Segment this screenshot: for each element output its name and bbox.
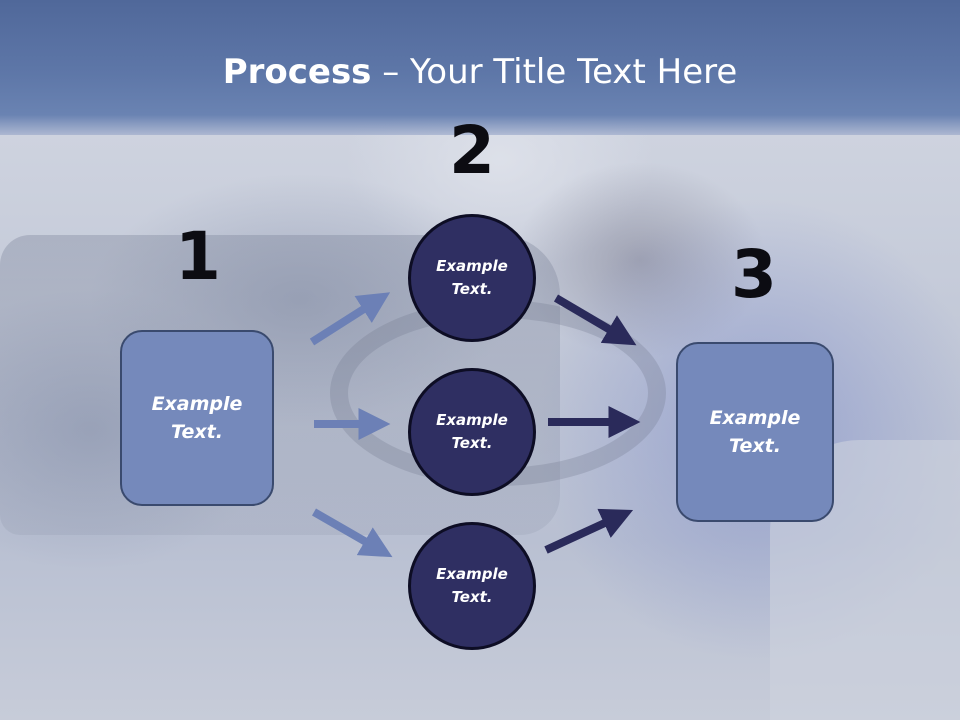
step-2-circle-bottom[interactable]: Example Text. xyxy=(408,522,536,650)
step-2-circle-middle[interactable]: Example Text. xyxy=(408,368,536,496)
title-rest: – Your Title Text Here xyxy=(371,52,738,92)
arrow-from-circle-1 xyxy=(553,294,637,346)
arrow-to-circle-3 xyxy=(312,508,393,558)
title-bold: Process xyxy=(222,52,372,92)
step-1-box-text: Example Text. xyxy=(151,392,243,444)
step-2-circle-top[interactable]: Example Text. xyxy=(408,214,536,342)
circle-top-text: Example Text. xyxy=(436,256,508,298)
arrow-from-circle-3 xyxy=(544,508,634,554)
arrow-to-circle-1 xyxy=(309,292,391,346)
step-3-box-text: Example Text. xyxy=(709,406,801,458)
step-number-2[interactable]: 2 xyxy=(449,112,495,189)
title-banner xyxy=(0,0,960,135)
step-number-3[interactable]: 3 xyxy=(731,236,777,313)
step-1-box[interactable]: Example Text. xyxy=(120,330,274,506)
step-3-box[interactable]: Example Text. xyxy=(676,342,834,522)
slide-title[interactable]: Process – Your Title Text Here xyxy=(0,52,960,92)
circle-bottom-text: Example Text. xyxy=(436,564,508,606)
circle-middle-text: Example Text. xyxy=(436,410,508,452)
step-number-1[interactable]: 1 xyxy=(175,218,221,295)
